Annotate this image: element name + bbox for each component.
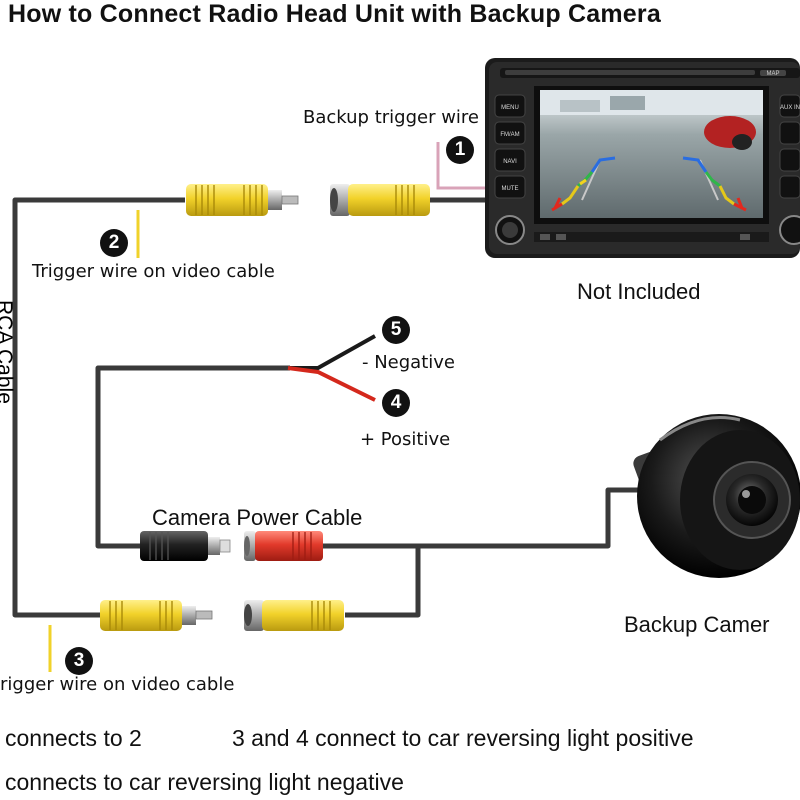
trigger-wire-bottom-label: rigger wire on video cable bbox=[0, 674, 235, 695]
backup-trigger-wire-label: Backup trigger wire bbox=[303, 107, 480, 128]
head-unit-button-label: MENU bbox=[501, 105, 519, 111]
badge-2: 2 bbox=[100, 229, 128, 257]
camera-cable bbox=[322, 487, 640, 618]
rca-plug-top-male bbox=[186, 184, 299, 216]
badge-5: 5 bbox=[382, 316, 410, 344]
radio-head-unit bbox=[485, 58, 800, 258]
backup-camera bbox=[633, 414, 800, 578]
head-unit-button-label: AUX IN bbox=[780, 105, 800, 111]
head-unit-screen bbox=[534, 86, 769, 224]
note-line1-right: 3 and 4 connect to car reversing light p… bbox=[232, 725, 694, 751]
camera-power-cable-label: Camera Power Cable bbox=[152, 505, 363, 530]
rca-video-cable bbox=[12, 197, 185, 618]
negative-label: - Negative bbox=[362, 352, 455, 373]
head-unit-button-label: NAVI bbox=[503, 159, 517, 165]
head-unit-map-label: MAP bbox=[766, 71, 779, 77]
head-unit-left-buttons bbox=[494, 94, 526, 245]
head-unit-button-label: FM/AM bbox=[500, 132, 519, 138]
not-included-label: Not Included bbox=[577, 279, 701, 304]
power-jack-red bbox=[244, 531, 323, 561]
badge-4: 4 bbox=[382, 389, 410, 417]
rca-jack-bottom-female bbox=[244, 600, 344, 631]
trigger-wire-top-label: Trigger wire on video cable bbox=[32, 261, 275, 282]
note-line2: connects to car reversing light negative bbox=[5, 769, 404, 795]
power-cable bbox=[95, 365, 290, 549]
backup-camera-label: Backup Camer bbox=[624, 612, 770, 637]
page-title: How to Connect Radio Head Unit with Back… bbox=[8, 0, 661, 28]
negative-lead bbox=[287, 334, 376, 402]
positive-label: + Positive bbox=[360, 429, 451, 450]
rca-jack-top-female bbox=[330, 184, 430, 216]
head-unit-right-buttons bbox=[779, 94, 800, 245]
rca-plug-bottom-male bbox=[100, 600, 213, 631]
badge-1: 1 bbox=[446, 136, 474, 164]
power-plug-black bbox=[140, 531, 231, 561]
backup-trigger-wire bbox=[436, 142, 490, 190]
head-unit-button-label: MUTE bbox=[502, 186, 519, 192]
badge-3: 3 bbox=[65, 647, 93, 675]
parking-guide-lines bbox=[551, 156, 747, 212]
note-line1-left: connects to 2 bbox=[5, 725, 142, 751]
rca-cable-vertical-label: RCA Cable bbox=[0, 300, 16, 404]
